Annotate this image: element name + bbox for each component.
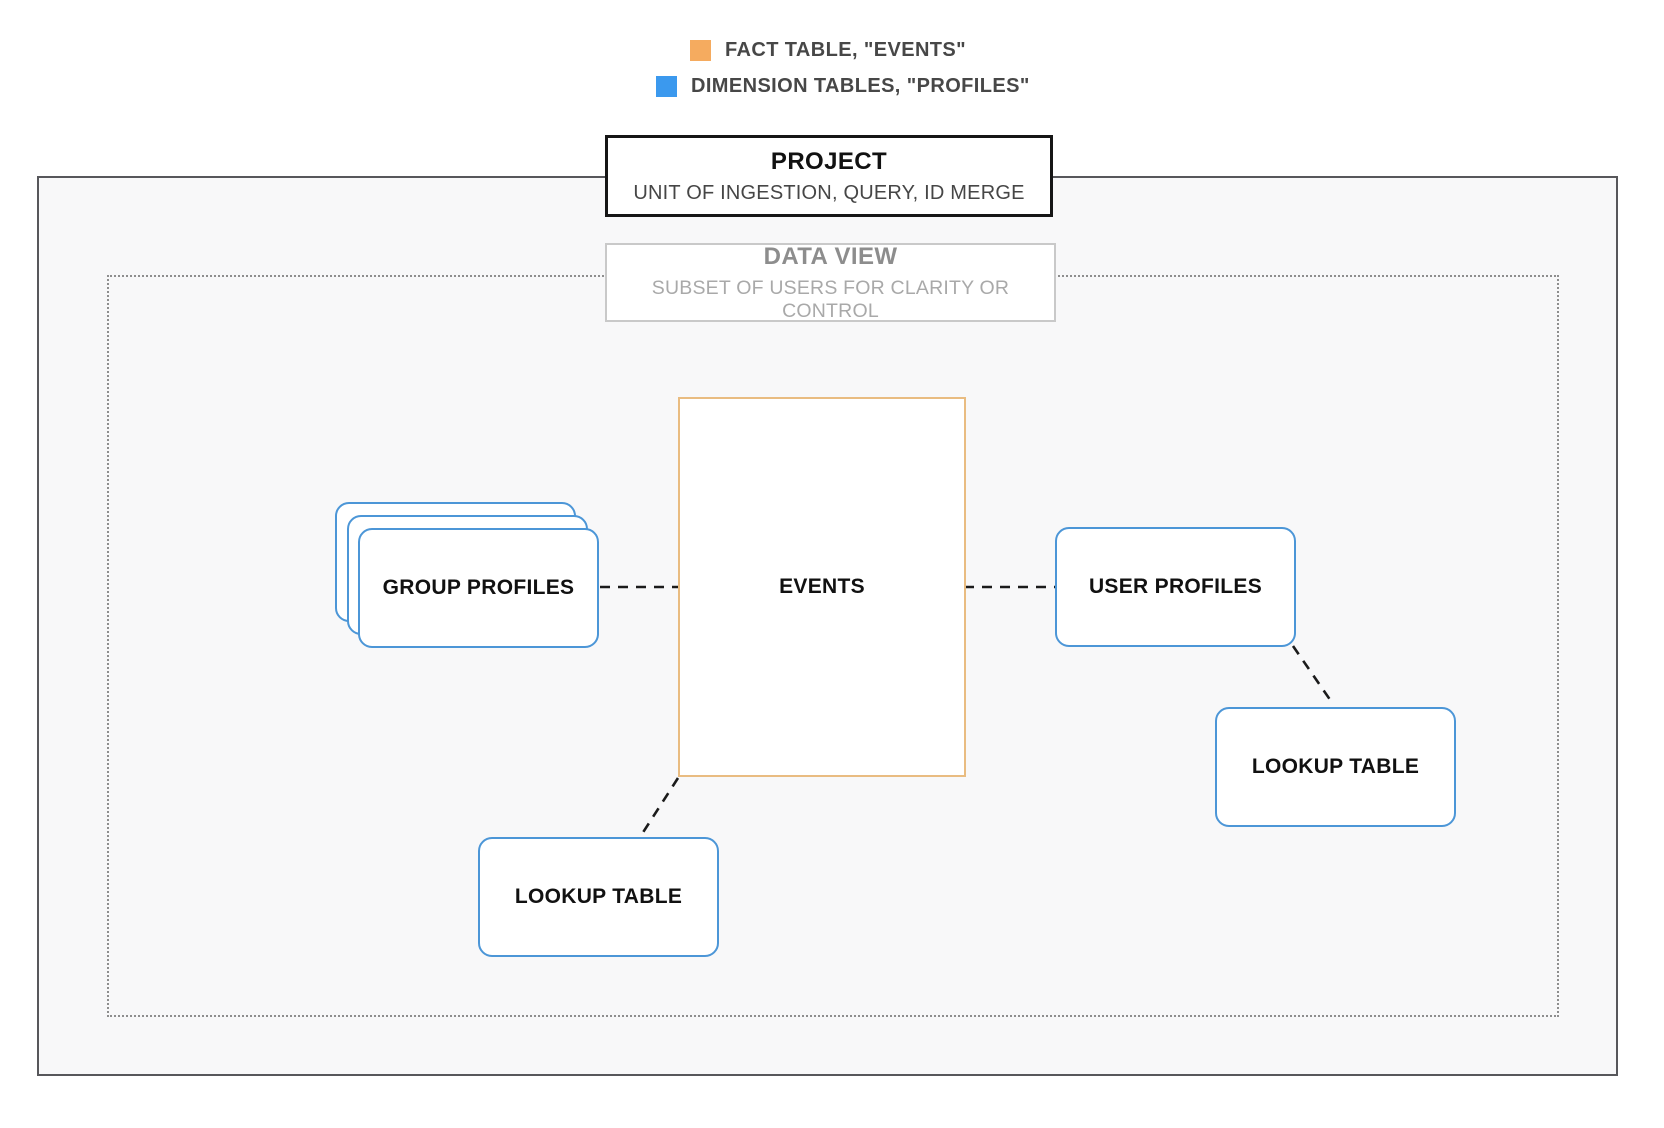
- project-subtitle: UNIT OF INGESTION, QUERY, ID MERGE: [633, 181, 1025, 204]
- data-view-label-box: DATA VIEW SUBSET OF USERS FOR CLARITY OR…: [605, 243, 1056, 322]
- data-view-title: DATA VIEW: [763, 242, 898, 270]
- node-events: EVENTS: [678, 397, 966, 777]
- node-user-profiles-label: USER PROFILES: [1088, 575, 1263, 598]
- node-lookup-table-right: LOOKUP TABLE: [1215, 707, 1456, 827]
- fact-table-color-swatch-icon: [690, 39, 711, 61]
- legend-label-dimension-tables: DIMENSION TABLES, "PROFILES": [691, 74, 1030, 97]
- node-user-profiles: USER PROFILES: [1055, 527, 1296, 647]
- legend-label-fact-table: FACT TABLE, "EVENTS": [725, 38, 967, 61]
- node-lookup-table-bottom: LOOKUP TABLE: [478, 837, 719, 957]
- node-group-profiles-label: GROUP PROFILES: [382, 576, 575, 599]
- dimension-tables-color-swatch-icon: [656, 75, 677, 97]
- node-events-label: EVENTS: [779, 575, 865, 598]
- node-group-profiles: GROUP PROFILES: [358, 528, 599, 648]
- node-lookup-table-right-label: LOOKUP TABLE: [1251, 755, 1420, 778]
- legend-item-dimension-tables: DIMENSION TABLES, "PROFILES": [656, 75, 1030, 97]
- node-lookup-table-bottom-label: LOOKUP TABLE: [514, 885, 683, 908]
- legend-item-fact-table: FACT TABLE, "EVENTS": [690, 39, 966, 61]
- project-title: PROJECT: [770, 147, 888, 175]
- project-label-box: PROJECT UNIT OF INGESTION, QUERY, ID MER…: [605, 135, 1053, 217]
- data-view-subtitle: SUBSET OF USERS FOR CLARITY OR CONTROL: [651, 276, 1010, 322]
